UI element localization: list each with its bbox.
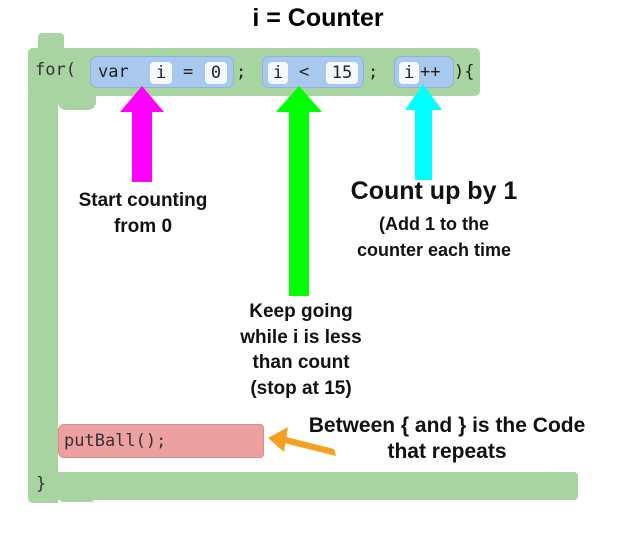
diagram-title: i = Counter <box>252 4 384 32</box>
keep-going-line-3: than count <box>252 352 350 373</box>
count-up-title: Count up by 1 <box>350 177 518 205</box>
update-operator: ++ <box>420 62 441 82</box>
between-note: Between { and } is the Code that repeats <box>292 413 602 465</box>
count-up-note: (Add 1 to the counter each time <box>330 211 538 263</box>
start-note-line-1: Start counting <box>78 190 208 211</box>
var-keyword: var <box>98 62 129 82</box>
start-note: Start counting from 0 <box>62 188 224 240</box>
for-block-footer <box>28 472 578 500</box>
keep-going-line-4: (stop at 15) <box>250 377 352 399</box>
cyan-arrow-icon <box>405 84 442 180</box>
semicolon-2: ; <box>368 62 379 82</box>
between-note-line-1: Between { and } is the Code <box>308 414 586 437</box>
for-block-inner-notch <box>58 94 96 110</box>
for-block-top-tab <box>38 33 64 48</box>
for-block-left-bar <box>28 48 58 503</box>
between-note-line-2: that repeats <box>387 440 507 463</box>
keep-going-note: Keep going while i is less than count (s… <box>226 299 376 401</box>
for-keyword: for( <box>35 60 76 80</box>
init-operator: = <box>183 62 194 82</box>
putball-block[interactable] <box>58 424 264 458</box>
open-brace: ){ <box>454 62 475 82</box>
putball-statement: putBall(); <box>64 431 167 451</box>
keep-going-line-2: while i is less <box>240 326 362 348</box>
magenta-arrow-icon <box>120 86 164 182</box>
init-value[interactable]: 0 <box>205 62 227 84</box>
update-variable[interactable]: i <box>399 62 419 84</box>
start-note-line-2: from 0 <box>113 216 173 237</box>
condition-operator: < <box>299 62 310 82</box>
keep-going-line-1: Keep going <box>249 301 353 322</box>
condition-value[interactable]: 15 <box>326 62 358 84</box>
close-brace: } <box>36 474 47 494</box>
orange-arrow-icon <box>268 427 336 456</box>
green-arrow-icon <box>276 86 322 296</box>
for-block-bottom-tab <box>60 494 94 502</box>
count-up-note-line-2: counter each time <box>356 240 512 260</box>
count-up-note-line-1: (Add 1 to the <box>379 214 489 234</box>
semicolon-1: ; <box>236 62 247 82</box>
init-variable[interactable]: i <box>150 62 172 84</box>
condition-variable[interactable]: i <box>268 62 288 84</box>
